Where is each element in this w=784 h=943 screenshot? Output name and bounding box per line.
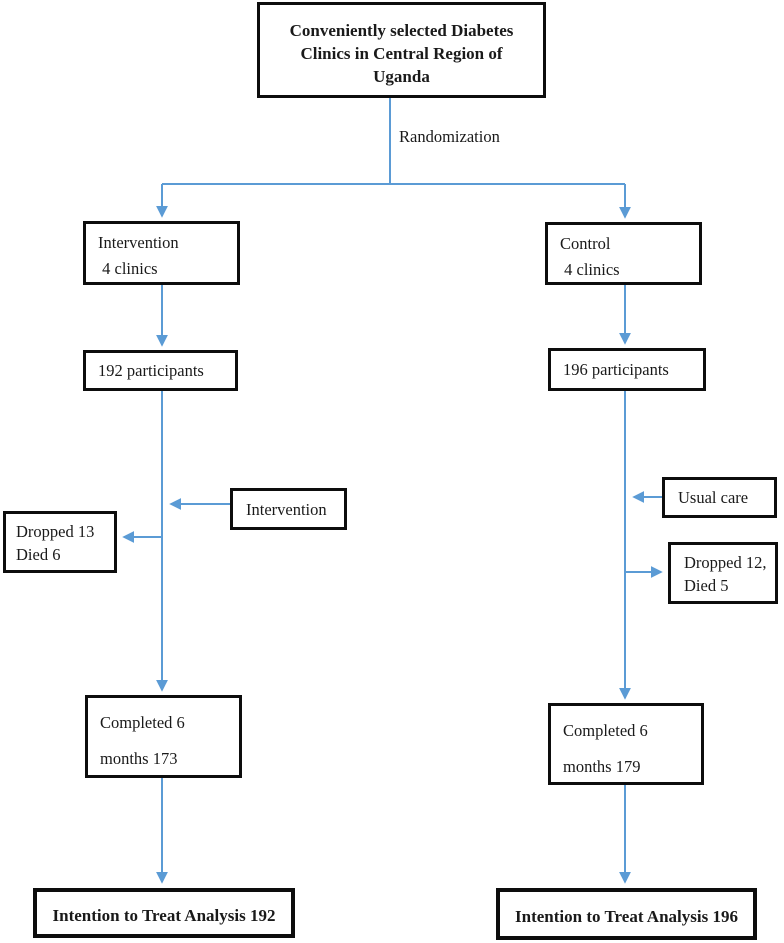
- control-attrition-box: Dropped 12, Died 5: [668, 542, 778, 604]
- intervention-treatment-box: Intervention: [230, 488, 347, 530]
- intervention-completed-box: Completed 6 months 173: [85, 695, 242, 778]
- intervention-participants-box: 192 participants: [83, 350, 238, 391]
- control-clinics-box: Control 4 clinics: [545, 222, 702, 285]
- control-participants-box: 196 participants: [548, 348, 706, 391]
- intervention-clinics-box: Intervention 4 clinics: [83, 221, 240, 285]
- control-treatment-box: Usual care: [662, 477, 777, 518]
- control-completed-box: Completed 6 months 179: [548, 703, 704, 785]
- control-analysis-box: Intention to Treat Analysis 196: [496, 888, 757, 940]
- line-source-to-split: [162, 98, 625, 185]
- source-clinics-box: Conveniently selected Diabetes Clinics i…: [257, 2, 546, 98]
- randomization-label: Randomization: [399, 127, 500, 146]
- intervention-attrition-box: Dropped 13 Died 6: [3, 511, 117, 573]
- intervention-analysis-box: Intention to Treat Analysis 192: [33, 888, 295, 938]
